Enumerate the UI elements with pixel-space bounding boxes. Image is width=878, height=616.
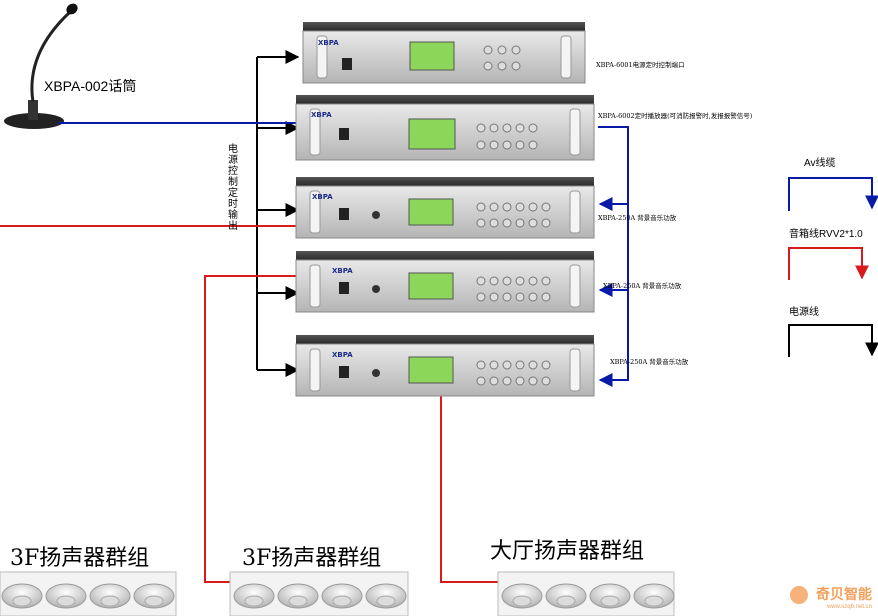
device-brand-3: XBPA bbox=[312, 193, 333, 201]
rack-device-2 bbox=[295, 95, 595, 161]
microphone-icon bbox=[4, 3, 78, 129]
rack-device-3 bbox=[295, 177, 595, 239]
device-brand-2: XBPA bbox=[311, 111, 332, 119]
speaker-group-1 bbox=[0, 571, 177, 616]
speaker-icon bbox=[365, 583, 407, 609]
speaker-icon bbox=[45, 583, 87, 609]
device-brand-1: XBPA bbox=[318, 39, 339, 47]
rack-device-1 bbox=[302, 22, 586, 84]
legend-power-icon bbox=[788, 324, 878, 357]
speaker-icon bbox=[633, 583, 675, 609]
zone-label-1: 3F扬声器群组 bbox=[10, 546, 150, 571]
device-label-5: XBPA-250A 背景音乐功放 bbox=[610, 358, 689, 366]
speaker-icon bbox=[589, 583, 631, 609]
watermark: 奇贝智能 www.szqb.net.cn bbox=[789, 584, 872, 610]
speaker-icon bbox=[89, 583, 131, 609]
device-label-1: XBPA-6001电源定时控制端口 bbox=[596, 61, 685, 69]
speaker-icon bbox=[277, 583, 319, 609]
legend-av-label: Av线缆 bbox=[804, 158, 836, 169]
speaker-icon bbox=[133, 583, 175, 609]
speaker-group-3 bbox=[497, 571, 675, 616]
speaker-icon bbox=[233, 583, 275, 609]
speaker-icon bbox=[321, 583, 363, 609]
power-control-lines bbox=[256, 50, 300, 377]
speaker-group-2 bbox=[229, 571, 409, 616]
speaker-icon bbox=[501, 583, 543, 609]
watermark-url: www.szqb.net.cn bbox=[826, 604, 872, 610]
device-label-2: XBPA-6002定时播放器(可消防报警时,发报报警信号) bbox=[598, 112, 753, 120]
zone-label-3: 大厅扬声器群组 bbox=[490, 539, 645, 564]
microphone-label: XBPA-002话筒 bbox=[44, 78, 137, 94]
rack-device-5 bbox=[295, 335, 595, 397]
control-line-label: 电源控制定时输出 bbox=[228, 144, 238, 232]
speaker-icon bbox=[545, 583, 587, 609]
legend-av-icon bbox=[788, 177, 878, 211]
zone-label-2: 3F扬声器群组 bbox=[242, 546, 382, 571]
speaker-icon bbox=[1, 583, 43, 609]
legend-speaker-icon bbox=[788, 247, 869, 280]
legend-speaker-label: 音箱线RVV2*1.0 bbox=[789, 229, 863, 240]
device-brand-4: XBPA bbox=[332, 267, 353, 275]
watermark-name: 奇贝智能 bbox=[816, 587, 872, 603]
legend-power-label: 电源线 bbox=[789, 307, 819, 318]
device-brand-5: XBPA bbox=[332, 351, 353, 359]
device-label-4: XBPA-250A 背景音乐功放 bbox=[603, 282, 682, 290]
watermark-logo-icon bbox=[789, 585, 808, 604]
rack-device-4 bbox=[295, 251, 595, 313]
device-label-3: XBPA-250A 背景音乐功放 bbox=[598, 214, 677, 222]
